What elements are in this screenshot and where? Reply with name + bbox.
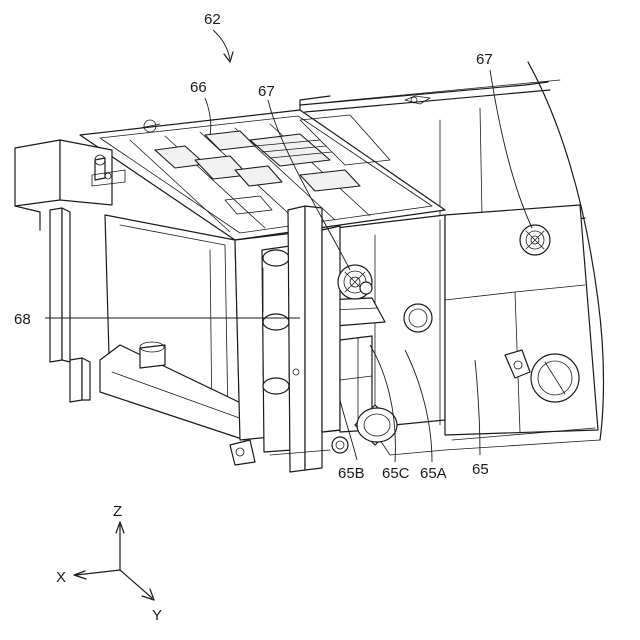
coupling-right	[520, 225, 550, 255]
label-62: 62	[204, 11, 221, 28]
label-67-left: 67	[258, 83, 275, 100]
axis-label-x: X	[56, 569, 66, 586]
y-axis-line	[120, 570, 152, 598]
label-65: 65	[472, 461, 489, 478]
coupling-left	[338, 265, 372, 299]
axis-label-z: Z	[113, 503, 122, 520]
label-65A: 65A	[420, 465, 447, 482]
top-cover	[80, 96, 445, 240]
label-65C: 65C	[382, 465, 410, 482]
label-65B: 65B	[338, 465, 365, 482]
axis-label-y: Y	[152, 607, 162, 624]
axis-triad: Z X Y	[56, 503, 162, 624]
label-66: 66	[190, 79, 207, 96]
arrow-62	[213, 30, 230, 60]
label-68: 68	[14, 311, 31, 328]
label-67-right: 67	[476, 51, 493, 68]
